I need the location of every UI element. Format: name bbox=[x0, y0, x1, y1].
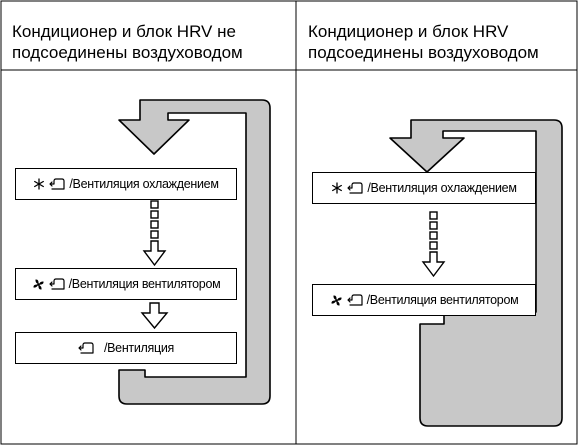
ventilation-icon bbox=[49, 278, 65, 290]
ventilation-icon bbox=[49, 178, 65, 190]
snowflake-icon bbox=[331, 182, 343, 194]
mode-label: /Вентиляция вентилятором bbox=[366, 293, 519, 307]
left-dashed-arrow bbox=[142, 200, 167, 267]
snowflake-icon bbox=[33, 178, 45, 190]
mode-label: /Вентиляция bbox=[103, 341, 175, 355]
right-column-header: Кондиционер и блок HRV подсоединены возд… bbox=[308, 21, 539, 63]
mode-box-cooling-ventilation: /Вентиляция охлаждением bbox=[15, 168, 237, 200]
mode-box-fan-ventilation: /Вентиляция вентилятором bbox=[15, 268, 237, 300]
ventilation-icon bbox=[347, 294, 363, 306]
fan-icon bbox=[32, 278, 45, 291]
mode-box-fan-ventilation: /Вентиляция вентилятором bbox=[312, 284, 536, 316]
ventilation-icon bbox=[78, 342, 94, 354]
mode-label: /Вентиляция охлаждением bbox=[367, 181, 517, 195]
left-solid-arrow bbox=[140, 302, 169, 330]
header-line: Кондиционер и блок HRV не bbox=[12, 22, 236, 41]
mode-box-ventilation: /Вентиляция bbox=[15, 332, 237, 364]
header-line: подсоединены воздуховодом bbox=[12, 43, 243, 62]
mode-box-cooling-ventilation: /Вентиляция охлаждением bbox=[312, 172, 536, 204]
cycle-loop-arrow bbox=[118, 99, 271, 405]
header-line: Кондиционер и блок HRV bbox=[308, 22, 509, 41]
fan-icon bbox=[330, 294, 343, 307]
right-dashed-arrow bbox=[421, 211, 446, 278]
mode-label: /Вентиляция охлаждением bbox=[69, 177, 219, 191]
header-line: подсоединены воздуховодом bbox=[308, 43, 539, 62]
cycle-loop-arrow-right bbox=[389, 119, 563, 427]
ventilation-icon bbox=[347, 182, 363, 194]
left-column-header: Кондиционер и блок HRV не подсоединены в… bbox=[12, 21, 243, 63]
mode-label: /Вентиляция вентилятором bbox=[68, 277, 221, 291]
